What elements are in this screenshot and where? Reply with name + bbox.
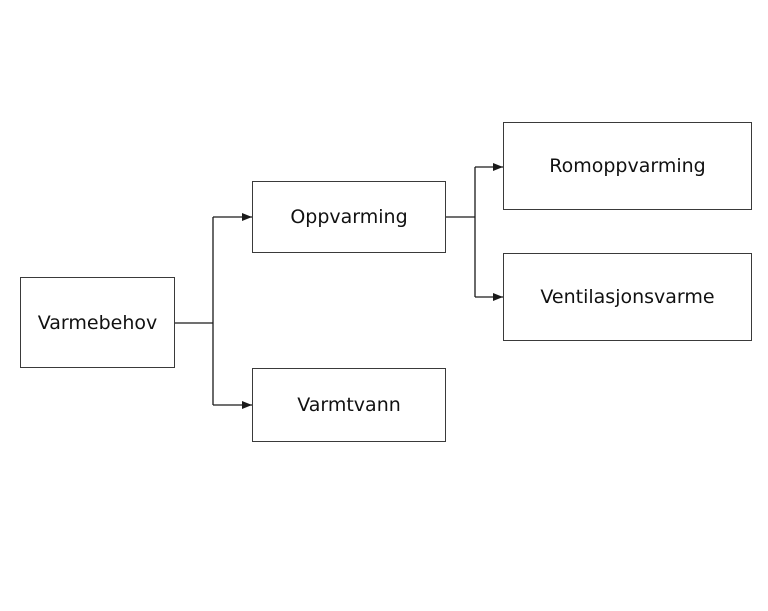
node-oppvarming: Oppvarming (252, 181, 446, 253)
node-label: Varmtvann (297, 394, 401, 416)
node-ventilasjonsvarme: Ventilasjonsvarme (503, 253, 752, 341)
node-label: Oppvarming (290, 206, 408, 228)
node-varmebehov: Varmebehov (20, 277, 175, 368)
node-label: Varmebehov (37, 311, 158, 334)
node-varmtvann: Varmtvann (252, 368, 446, 442)
node-label: Romoppvarming (549, 155, 706, 177)
node-label: Ventilasjonsvarme (540, 286, 715, 308)
node-romoppvarming: Romoppvarming (503, 122, 752, 210)
